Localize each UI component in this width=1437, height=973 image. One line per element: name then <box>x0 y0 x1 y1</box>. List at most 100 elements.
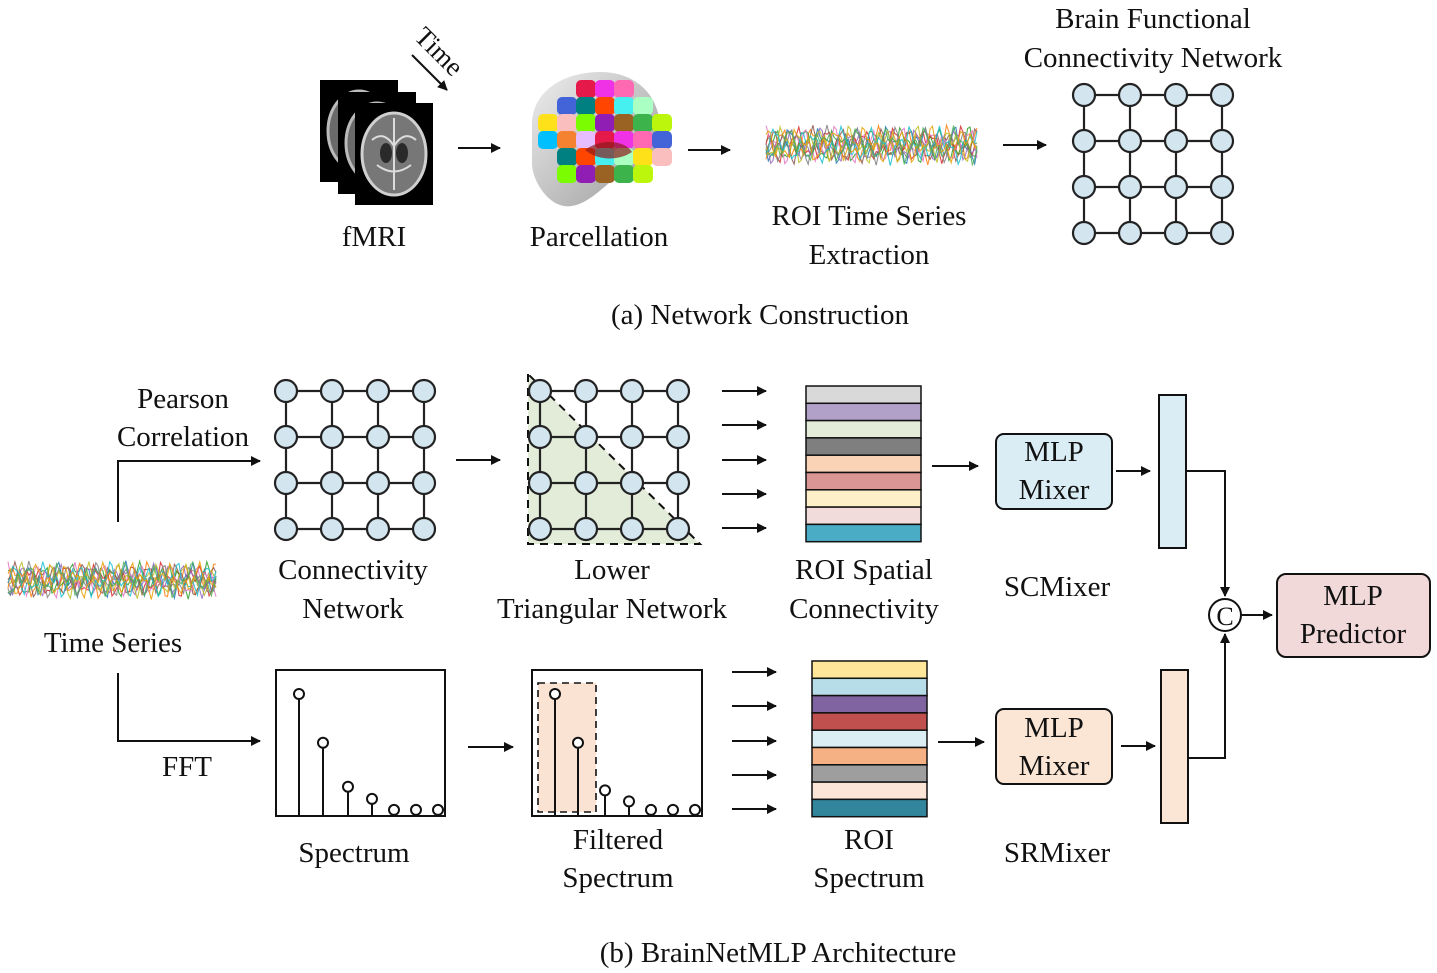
predictor-text-line1: MLP <box>1323 580 1383 612</box>
network-node <box>1163 220 1189 246</box>
spectrum-stem-marker <box>342 780 354 793</box>
time-series-line <box>7 561 217 599</box>
roi-stripe <box>805 402 922 422</box>
flatten-arrows-spectrum <box>732 667 777 814</box>
pearson-label-line1: Pearson <box>137 383 229 415</box>
roi-stripe <box>805 437 922 456</box>
network-node <box>273 470 299 496</box>
network-node <box>365 424 391 450</box>
spectrum-stem-marker <box>623 795 635 808</box>
panel-a-caption: (a) Network Construction <box>611 299 909 331</box>
fmri-stack-image <box>320 80 433 205</box>
sc-feature-vector <box>1158 394 1187 549</box>
connectivity-label-line2: Network <box>302 593 404 625</box>
bfcn-label-line2: Connectivity Network <box>1024 42 1283 74</box>
network-node <box>665 378 691 404</box>
parcel-region <box>652 114 672 132</box>
network-node <box>1209 220 1235 246</box>
network-node <box>1117 174 1143 200</box>
network-node <box>1209 128 1235 154</box>
flatten-arrows-spatial <box>722 386 767 533</box>
roi-stripe <box>811 660 928 680</box>
roi-stripe <box>811 694 928 714</box>
sr-feature-vector <box>1160 669 1189 824</box>
connectivity-label-line1: Connectivity <box>278 554 428 586</box>
parcel-region <box>557 97 577 115</box>
time-label: Time <box>409 21 470 82</box>
concat-symbol: C <box>1216 602 1233 631</box>
scmixer-label: SCMixer <box>1004 571 1111 603</box>
srmixer-label: SRMixer <box>1004 837 1111 869</box>
network-node <box>411 424 437 450</box>
spectrum-stem-marker <box>432 803 444 816</box>
roi-spatial-label-line1: ROI Spatial <box>795 554 933 586</box>
time-series-line <box>765 124 978 165</box>
brain-network-grid <box>1071 82 1235 246</box>
filtered-spectrum-plot <box>531 669 703 817</box>
roi-stripe <box>805 506 922 526</box>
parcel-region <box>633 131 653 149</box>
time-series-line <box>765 125 978 167</box>
fmri-label: fMRI <box>342 221 406 253</box>
parcel-region <box>614 165 634 183</box>
mlp-predictor-box <box>1276 573 1431 658</box>
roi-spatial-label-line2: Connectivity <box>789 593 939 625</box>
network-node <box>365 470 391 496</box>
parcellation-label: Parcellation <box>530 221 669 253</box>
parcel-region <box>633 165 653 183</box>
sr-mlp-mixer-box <box>995 708 1113 785</box>
parcel-region <box>595 114 615 132</box>
network-node <box>619 378 645 404</box>
roi-stripe <box>805 419 922 439</box>
roi-stripe <box>811 746 928 766</box>
network-node <box>1163 82 1189 108</box>
network-node <box>527 378 553 404</box>
network-node <box>365 516 391 542</box>
roi-stripe <box>805 385 922 405</box>
network-node <box>573 516 599 542</box>
network-node <box>665 470 691 496</box>
network-node <box>273 424 299 450</box>
sr-mixer-text-line1: MLP <box>1024 712 1084 744</box>
network-node <box>573 424 599 450</box>
parcel-region <box>652 148 672 166</box>
input-time-series-plot <box>7 559 217 601</box>
roi-stripe <box>811 712 928 731</box>
arrow-sc-to-concat <box>1186 470 1230 597</box>
panel-a: Time fMRI Parcellation ROI Time Series E… <box>320 3 1283 331</box>
roi-stripe <box>805 454 922 474</box>
parcel-region <box>614 97 634 115</box>
network-node <box>1071 220 1097 246</box>
network-node <box>411 470 437 496</box>
spectrum-plot <box>275 669 446 817</box>
time-series-label: Time Series <box>44 627 182 659</box>
time-arrow <box>411 54 448 91</box>
network-node <box>319 424 345 450</box>
roi-spectrum-label-line1: ROI <box>844 824 894 856</box>
parcel-region <box>595 80 615 98</box>
lower-label-line1: Lower <box>574 554 650 586</box>
roi-stripe <box>811 764 928 783</box>
network-node <box>273 378 299 404</box>
spectrum-stem-marker <box>667 803 679 816</box>
spectrum-stem-marker <box>599 784 611 797</box>
parcel-region <box>614 114 634 132</box>
network-node <box>411 378 437 404</box>
time-series-line <box>7 560 217 600</box>
network-node <box>1209 174 1235 200</box>
roi-stripe <box>811 729 928 749</box>
roi-spectrum-label-line2: Spectrum <box>813 862 925 894</box>
connectivity-network-grid <box>273 378 437 542</box>
roi-stripe <box>811 781 928 801</box>
network-node <box>1163 128 1189 154</box>
parcel-region <box>576 114 596 132</box>
spectrum-stem-marker <box>689 803 701 816</box>
roi-stripe <box>805 471 922 491</box>
network-node <box>1071 82 1097 108</box>
roi-spectrum-stack <box>811 660 928 818</box>
parcel-region <box>576 80 596 98</box>
fft-label: FFT <box>162 751 212 783</box>
network-node <box>1117 220 1143 246</box>
arrow-sr-to-concat <box>1188 633 1230 759</box>
spectrum-stem-marker <box>572 736 584 749</box>
